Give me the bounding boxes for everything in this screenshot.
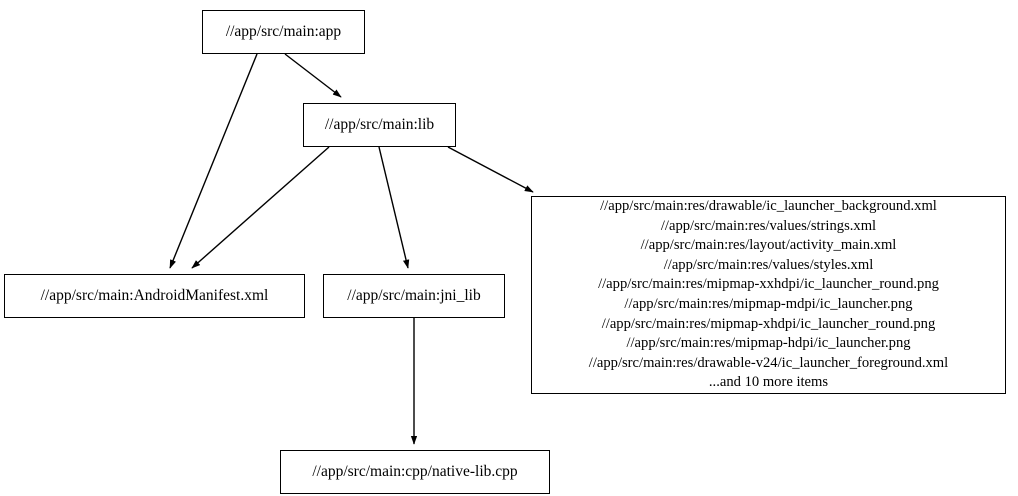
node-resources-group[interactable]: //app/src/main:res/drawable/ic_launcher_… [531,196,1006,394]
node-jni-lib[interactable]: //app/src/main:jni_lib [323,274,505,318]
node-resources-group-label: //app/src/main:res/drawable/ic_launcher_… [588,198,949,391]
edge-lib-to-resources [447,146,534,193]
node-app[interactable]: //app/src/main:app [202,10,365,54]
edge-lib-to-manifest [191,146,330,269]
node-lib[interactable]: //app/src/main:lib [303,103,456,147]
node-lib-label: //app/src/main:lib [324,116,435,134]
node-app-label: //app/src/main:app [225,23,342,41]
node-native-lib-cpp-label: //app/src/main:cpp/native-lib.cpp [312,463,518,481]
edge-lib-to-jni-lib [378,146,410,269]
edge-app-to-manifest [169,53,258,269]
node-android-manifest[interactable]: //app/src/main:AndroidManifest.xml [4,274,305,318]
node-android-manifest-label: //app/src/main:AndroidManifest.xml [40,287,269,305]
node-native-lib-cpp[interactable]: //app/src/main:cpp/native-lib.cpp [280,450,550,494]
edge-app-to-lib [284,53,342,98]
node-jni-lib-label: //app/src/main:jni_lib [347,287,481,305]
